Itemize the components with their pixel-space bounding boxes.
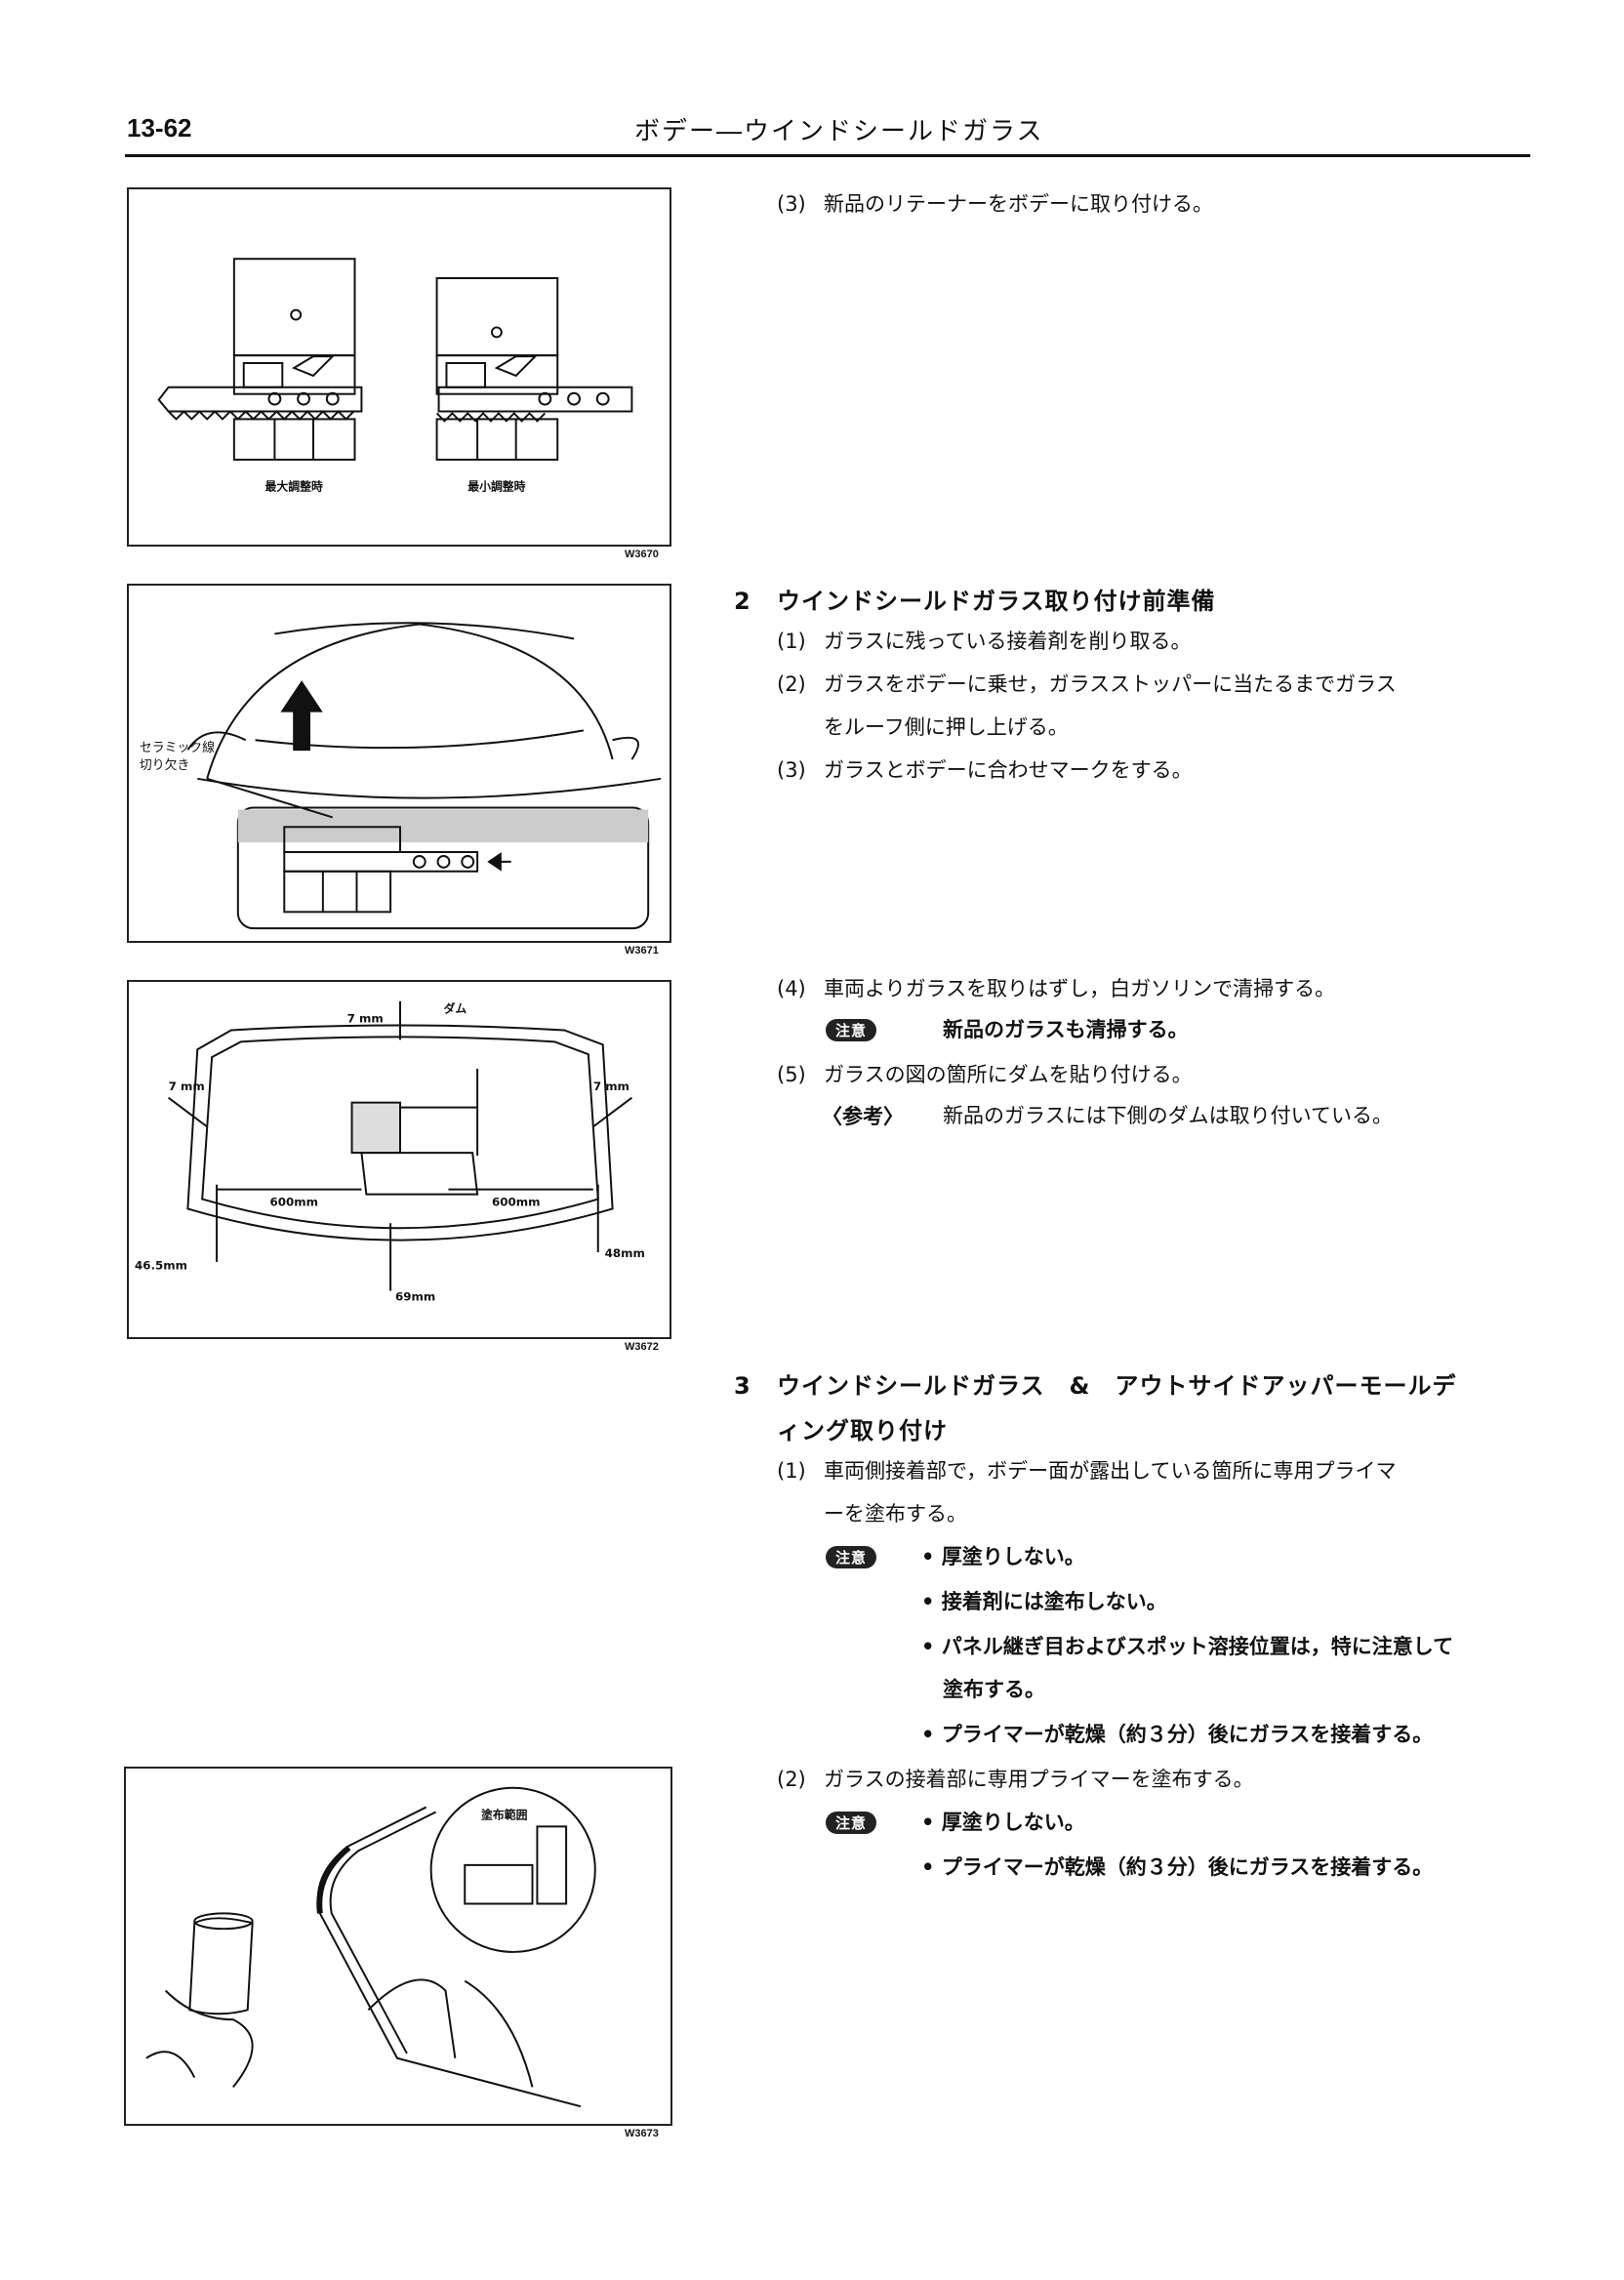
s3-step1-num: (1) bbox=[777, 1459, 806, 1483]
s1-step3-text: 新品のリテーナーをボデーに取り付ける。 bbox=[824, 192, 1213, 216]
windshield-install-illustration bbox=[186, 622, 662, 930]
primer-application-illustration bbox=[145, 1786, 596, 2108]
s2-step2: (2) ガラスをボデーに乗せ，ガラスストッパーに当たるまでガラス bbox=[777, 670, 1397, 699]
caution1-bullet-4: • プライマーが乾燥（約３分）後にガラスを接着する。 bbox=[921, 1723, 1434, 1746]
s2-step3-text: ガラスとボデーに合わせマークをする。 bbox=[824, 758, 1193, 782]
figure-w3671: セラミック線 切り欠き bbox=[127, 584, 671, 943]
s3-step1: (1) 車両側接着部で，ボデー面が露出している箇所に専用プライマ bbox=[777, 1456, 1397, 1486]
section-3-title-1: ウインドシールドガラス & アウトサイドアッパーモールデ bbox=[777, 1372, 1457, 1400]
caution-badge: 注意 bbox=[826, 1546, 877, 1568]
s2-step3-num: (3) bbox=[777, 758, 806, 782]
s2-step2-text-1: ガラスをボデーに乗せ，ガラスストッパーに当たるまでガラス bbox=[824, 672, 1397, 696]
figure-code-w3672: W3672 bbox=[625, 1341, 659, 1353]
caution2-bullet-2: • プライマーが乾燥（約３分）後にガラスを接着する。 bbox=[921, 1855, 1434, 1879]
page-title: ボデー―ウインドシールドガラス bbox=[634, 117, 1044, 146]
figure-w3672: 7 mm ダム 7 mm 7 mm 600mm 600mm 46.5mm 48m… bbox=[127, 980, 671, 1339]
reference-text: 新品のガラスには下側のダムは取り付いている。 bbox=[943, 1104, 1393, 1127]
s1-step3: (3) 新品のリテーナーをボデーに取り付ける。 bbox=[777, 189, 1213, 219]
s3-step1-text-1: 車両側接着部で，ボデー面が露出している箇所に専用プライマ bbox=[824, 1459, 1397, 1483]
caution1-bullet-1: • 厚塗りしない。 bbox=[921, 1545, 1085, 1568]
section-2-title: ウインドシールドガラス取り付け前準備 bbox=[777, 588, 1216, 615]
s1-step3-num: (3) bbox=[777, 192, 806, 216]
caution1-bullet-3: • パネル継ぎ目およびスポット溶接位置は，特に注意して bbox=[921, 1635, 1454, 1658]
s2-step1-text: ガラスに残っている接着剤を削り取る。 bbox=[824, 630, 1192, 653]
caution-badge: 注意 bbox=[826, 1812, 877, 1834]
s2-step2-cont: をルーフ側に押し上げる。 bbox=[824, 715, 1069, 739]
section-3-num: 3 bbox=[734, 1372, 751, 1400]
figure-w3670: 最大調整時 最小調整時 bbox=[127, 187, 671, 547]
section-2-heading: 2 ウインドシールドガラス取り付け前準備 bbox=[734, 582, 1216, 616]
s2-step1: (1) ガラスに残っている接着剤を削り取る。 bbox=[777, 627, 1192, 656]
section-3-title-2: ィング取り付け bbox=[777, 1417, 948, 1445]
s3-step2-text: ガラスの接着部に専用プライマーを塗布する。 bbox=[824, 1768, 1254, 1791]
s3-step1-cont: ーを塗布する。 bbox=[824, 1502, 967, 1526]
figure-code-w3670: W3670 bbox=[625, 549, 659, 560]
s2-step5: (5) ガラスの図の箇所にダムを貼り付ける。 bbox=[777, 1060, 1193, 1089]
header-rule bbox=[125, 154, 1530, 157]
dam-placement-illustration bbox=[168, 1000, 632, 1291]
caution1-bullet-2: • 接着剤には塗布しない。 bbox=[921, 1590, 1167, 1613]
s2-step4-num: (4) bbox=[777, 977, 806, 1000]
section-2-num: 2 bbox=[734, 588, 751, 615]
figure-w3673: 塗布範囲 bbox=[124, 1767, 672, 2126]
s2-step5-text: ガラスの図の箇所にダムを貼り付ける。 bbox=[824, 1063, 1193, 1086]
caution2-bullet-1: • 厚塗りしない。 bbox=[921, 1811, 1085, 1834]
caution-badge: 注意 bbox=[826, 1019, 877, 1041]
figure-code-w3671: W3671 bbox=[625, 945, 659, 957]
retainer-illustration bbox=[157, 258, 633, 461]
figure-code-w3673: W3673 bbox=[625, 2128, 659, 2139]
caution1-bullet-3-cont: 塗布する。 bbox=[943, 1678, 1045, 1701]
s2-step5-num: (5) bbox=[777, 1063, 806, 1086]
s3-step2-num: (2) bbox=[777, 1768, 806, 1791]
s2-step3: (3) ガラスとボデーに合わせマークをする。 bbox=[777, 755, 1193, 785]
s2-step4-text: 車両よりガラスを取りはずし，白ガソリンで清掃する。 bbox=[824, 977, 1336, 1000]
reference-label: 〈参考〉 bbox=[822, 1105, 904, 1128]
page-number: 13-62 bbox=[127, 113, 192, 142]
s2-step2-num: (2) bbox=[777, 672, 806, 696]
s3-step2: (2) ガラスの接着部に専用プライマーを塗布する。 bbox=[777, 1765, 1254, 1794]
s2-step4: (4) 車両よりガラスを取りはずし，白ガソリンで清掃する。 bbox=[777, 974, 1335, 1003]
caution4-text: 新品のガラスも清掃する。 bbox=[943, 1018, 1189, 1041]
section-3-heading: 3 ウインドシールドガラス & アウトサイドアッパーモールデ bbox=[734, 1366, 1456, 1401]
s2-step1-num: (1) bbox=[777, 630, 806, 653]
